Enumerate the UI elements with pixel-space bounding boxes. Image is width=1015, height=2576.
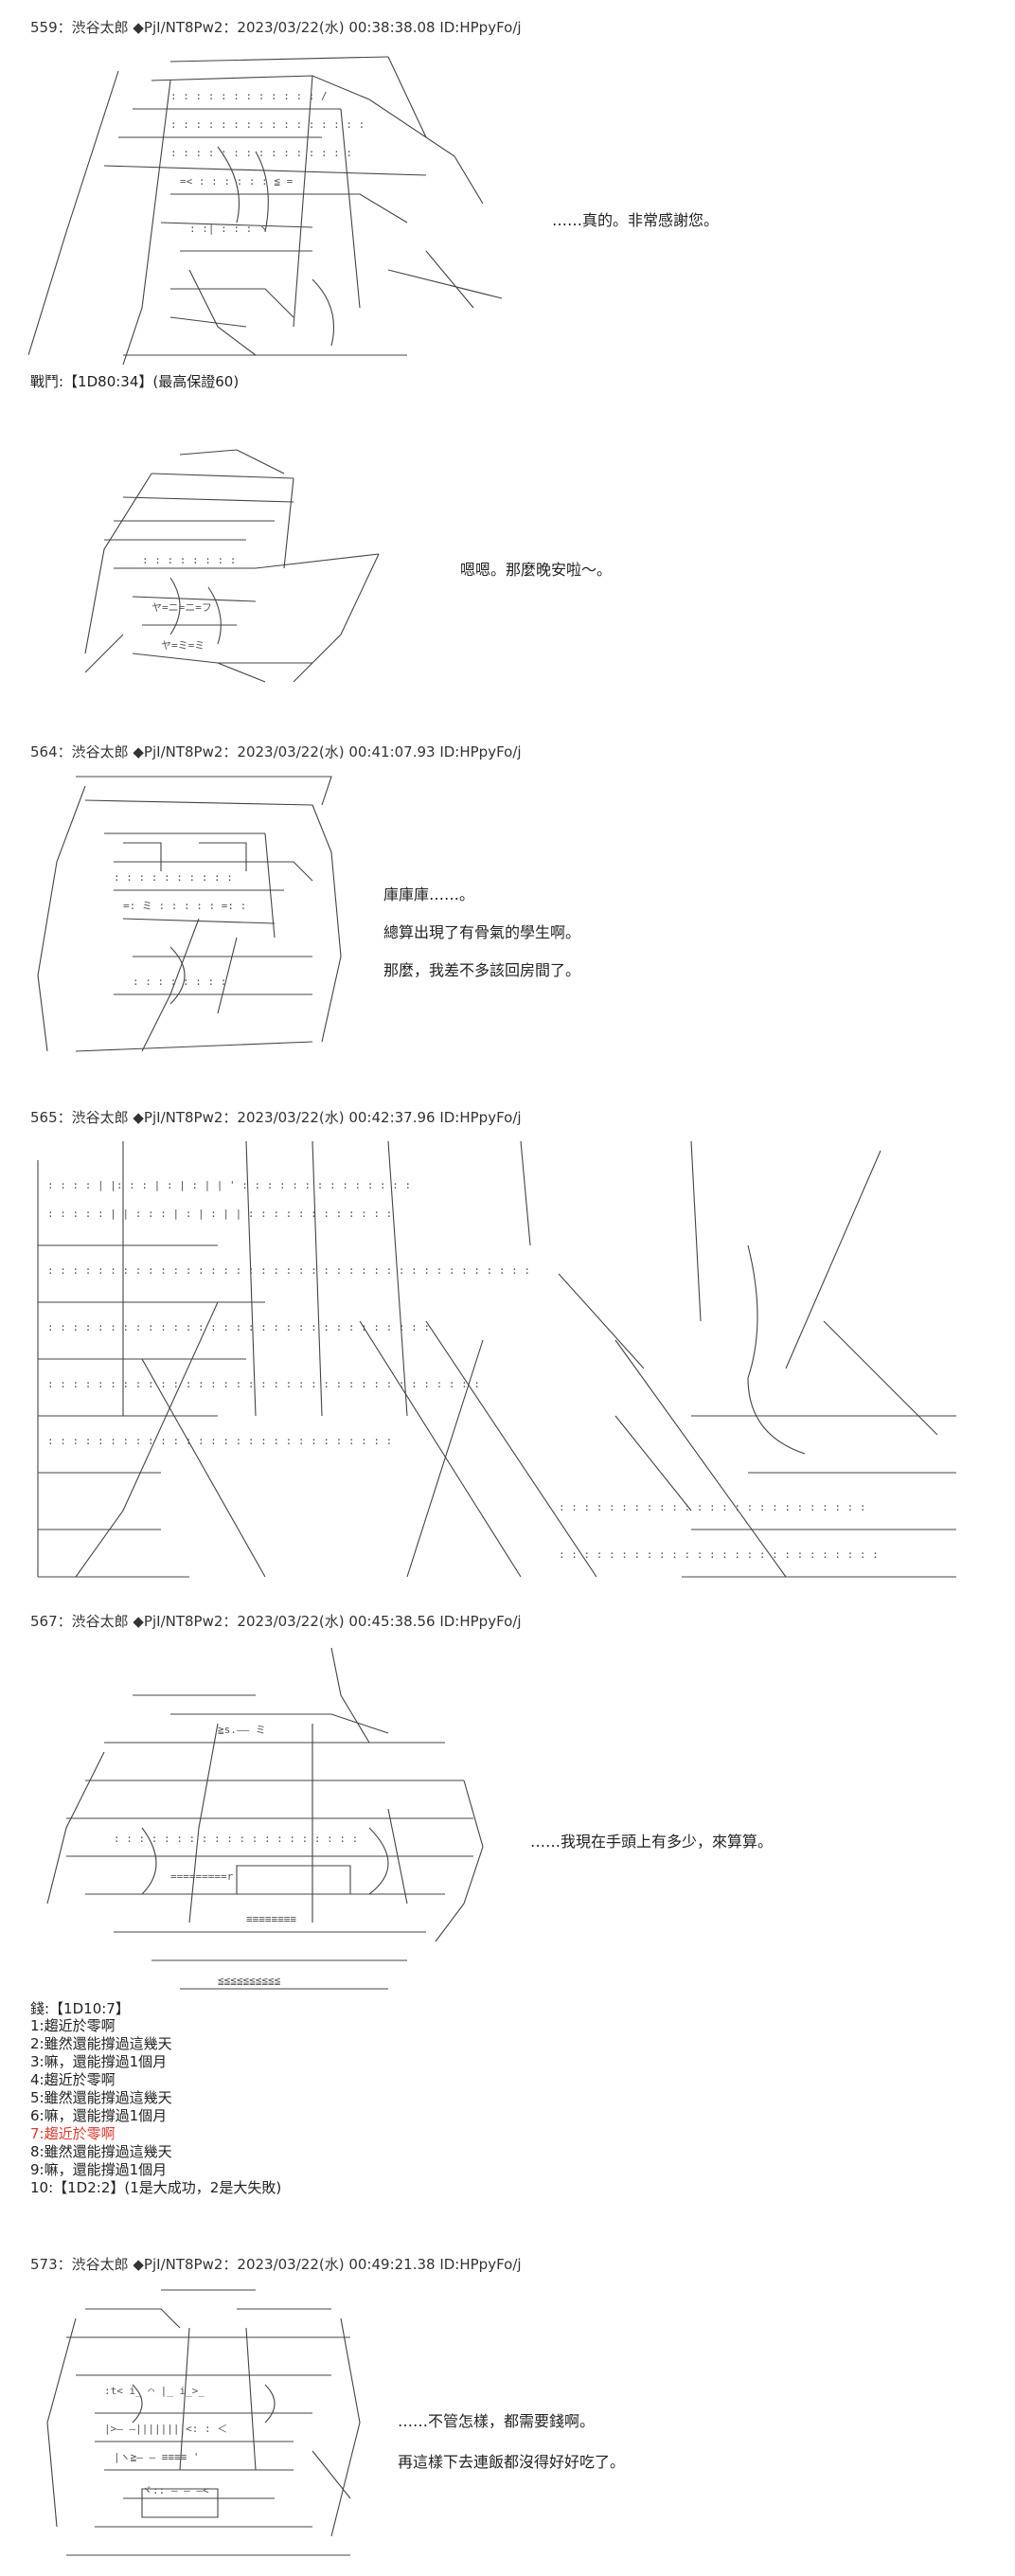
dialog-line: 庫庫庫……。 bbox=[383, 886, 475, 903]
list-item: 10:【1D2:2】(1是大成功，2是大失敗) bbox=[30, 2179, 282, 2196]
svg-text:|ヽ≧— — ≡≡≡≡ ': |ヽ≧— — ≡≡≡≡ ' bbox=[114, 2451, 199, 2463]
list-item: 5:雖然還能撐過這幾天 bbox=[30, 2089, 172, 2106]
post-header: 564：渋谷太郎 ◆PjI/NT8Pw2：2023/03/22(水) 00:41… bbox=[30, 743, 522, 760]
ascii-art-figure: :t< i_ ⌒ |_ i_>_ |>— —||||||||<: : ＜ |ヽ≧… bbox=[46, 2289, 361, 2556]
svg-text:ヾ:: — — —<: ヾ:: — — —< bbox=[142, 2484, 209, 2496]
svg-text::t< i_ ⌒ |_ i_>_: :t< i_ ⌒ |_ i_>_ bbox=[104, 2385, 205, 2397]
svg-text:≡≡≡≡≡≡≡≡: ≡≡≡≡≡≡≡≡ bbox=[246, 1913, 296, 1925]
svg-text:=: ミ : : : : : =: :: =: ミ : : : : : =: : bbox=[123, 900, 246, 912]
list-item: 8:雖然還能撐過這幾天 bbox=[30, 2143, 172, 2160]
post-header: 567：渋谷太郎 ◆PjI/NT8Pw2：2023/03/22(水) 00:45… bbox=[30, 1613, 522, 1630]
dialog-line: ……我現在手頭上有多少，來算算。 bbox=[530, 1833, 774, 1851]
dialog-line: ……不管怎樣，都需要錢啊。 bbox=[398, 2412, 596, 2430]
svg-text:: : : : : : : : : : : : : : :: : : : : : : : : : : : : : : : : : : : : … bbox=[559, 1548, 879, 1561]
dice-roll-note: 戰鬥:【1D80:34】(最高保證60) bbox=[30, 373, 240, 390]
dialog-line: 總算出現了有骨氣的學生啊。 bbox=[383, 923, 581, 941]
ascii-art-figure: : : : : : : : : : : : : / : : : : : : : … bbox=[28, 56, 503, 366]
svg-text:≧s.—— ミ: ≧s.—— ミ bbox=[218, 1724, 266, 1736]
post-header: 559：渋谷太郎 ◆PjI/NT8Pw2：2023/03/22(水) 00:38… bbox=[30, 19, 522, 36]
svg-text:: : : : : | | : : : | : |: : : : : : | | : : : | : | : | | : : : : … bbox=[47, 1208, 392, 1220]
list-item: 1:趨近於零啊 bbox=[30, 2017, 116, 2034]
svg-text:|>— —||||||||<: : ＜: |>— —||||||||<: : ＜ bbox=[104, 2423, 227, 2435]
ascii-art-figure: : : : : | |: : : | : | : | | ' : : : : :… bbox=[37, 1140, 956, 1578]
list-item: 2:雖然還能撐過這幾天 bbox=[30, 2035, 172, 2052]
svg-text:: : : : | |: : : | : | :: : : : : | |: : : | : | : | | ' : : : : :… bbox=[47, 1179, 411, 1191]
svg-text:: : : : : : : : : : : : : : :: : : : : : : : : : : : : : : : bbox=[170, 147, 352, 159]
list-item: 6:嘛，還能撐過1個月 bbox=[30, 2107, 168, 2124]
post-header: 573：渋谷太郎 ◆PjI/NT8Pw2：2023/03/22(水) 00:49… bbox=[30, 2256, 522, 2273]
svg-text:: : : : : : : : : : : : /: : : : : : : : : : : : : / bbox=[170, 90, 328, 102]
svg-text:=< : : : : : : ≦ =: =< : : : : : : ≦ = bbox=[180, 175, 294, 188]
svg-text:: : : : : : : : : : : : : : :: : : : : : : : : : : : : : : : : : : : : … bbox=[47, 1264, 530, 1277]
ascii-art-figure: : : : : : : : : ヤ=ニ=ニ=フ ヤ=ミ=ミ bbox=[84, 449, 380, 683]
ascii-art-figure: : : : : : : : : : : =: ミ : : : : : =: : … bbox=[37, 776, 342, 1052]
svg-text:ヤ=ニ=ニ=フ: ヤ=ニ=ニ=フ bbox=[151, 601, 212, 614]
svg-text:: : : : : : : :: : : : : : : : : bbox=[142, 554, 236, 566]
dialog-line: 那麼，我差不多該回房間了。 bbox=[383, 961, 581, 979]
svg-text:: :| : : : ヽ: : :| : : : ヽ bbox=[189, 223, 269, 235]
list-item: 3:嘛，還能撐過1個月 bbox=[30, 2053, 168, 2070]
list-item-highlighted: 7:趨近於零啊 bbox=[30, 2125, 116, 2142]
list-item: 4:趨近於零啊 bbox=[30, 2071, 116, 2088]
svg-text:: : : : : : : : : :: : : : : : : : : : : bbox=[114, 871, 233, 884]
svg-text:: : : : : : : : : : : : : : :: : : : : : : : : : : : : : : : : : : : : … bbox=[47, 1321, 430, 1333]
svg-text:=========r: =========r bbox=[170, 1870, 234, 1883]
svg-text:ヤ=ミ=ミ: ヤ=ミ=ミ bbox=[161, 639, 205, 652]
svg-text:: : : : : : : : : : : : : : :: : : : : : : : : : : : : : : : : bbox=[170, 118, 365, 131]
svg-text:≦≦≦≦≦≦≦≦≦≦: ≦≦≦≦≦≦≦≦≦≦ bbox=[218, 1975, 281, 1987]
svg-text:: : : : : : : : : : : : : : :: : : : : : : : : : : : : : : : : : : : : … bbox=[47, 1378, 480, 1390]
dialog-line: 再這樣下去連飯都沒得好好吃了。 bbox=[398, 2453, 626, 2471]
money-outcome-list: 1:趨近於零啊 2:雖然還能撐過這幾天 3:嘛，還能撐過1個月 4:趨近於零啊 … bbox=[30, 2017, 281, 2197]
svg-text:: : : : : : : : : : : : : : :: : : : : : : : : : : : : : : : : : : : : bbox=[114, 1833, 358, 1845]
post-header: 565：渋谷太郎 ◆PjI/NT8Pw2：2023/03/22(水) 00:42… bbox=[30, 1109, 522, 1126]
list-item: 9:嘛，還能撐過1個月 bbox=[30, 2161, 168, 2178]
ascii-art-figure: ≧s.—— ミ : : : : : : : : : : : : : : : : … bbox=[46, 1647, 484, 1990]
svg-text:: : : : : : : : : : : : : : :: : : : : : : : : : : : : : : : : : : : : … bbox=[47, 1435, 392, 1447]
dialog-line: 嗯嗯。那麼晚安啦～。 bbox=[460, 561, 613, 579]
svg-text:: : : : : : : :: : : : : : : : : bbox=[133, 975, 226, 988]
svg-text:: : : : : : : : : : : : : : :: : : : : : : : : : : : : : : : : : : : : … bbox=[559, 1501, 866, 1513]
dialog-line: ……真的。非常感謝您。 bbox=[552, 211, 720, 229]
money-roll-title: 錢:【1D10:7】 bbox=[30, 2000, 130, 2017]
